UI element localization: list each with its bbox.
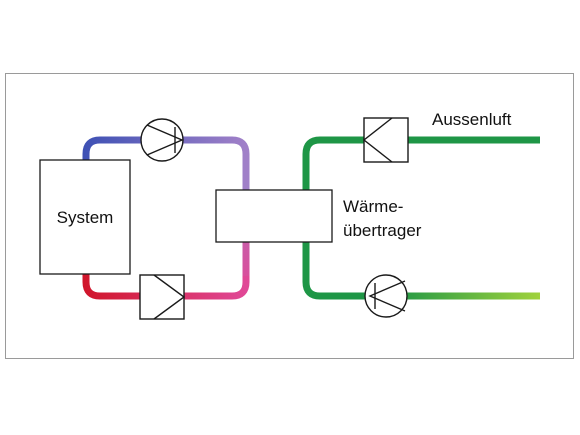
heat-exchanger-label-line1: Wärme- xyxy=(343,197,403,216)
valve-icon xyxy=(362,117,409,163)
fan-pump-icon xyxy=(364,274,408,318)
compressor-icon xyxy=(139,274,186,320)
system-unit xyxy=(39,159,131,275)
outside-air-label: Aussenluft xyxy=(432,110,512,129)
pump-icon xyxy=(140,118,184,162)
system-label: System xyxy=(57,208,114,227)
heat-exchanger xyxy=(215,189,333,243)
heat-exchanger-label-line2: übertrager xyxy=(343,221,422,240)
